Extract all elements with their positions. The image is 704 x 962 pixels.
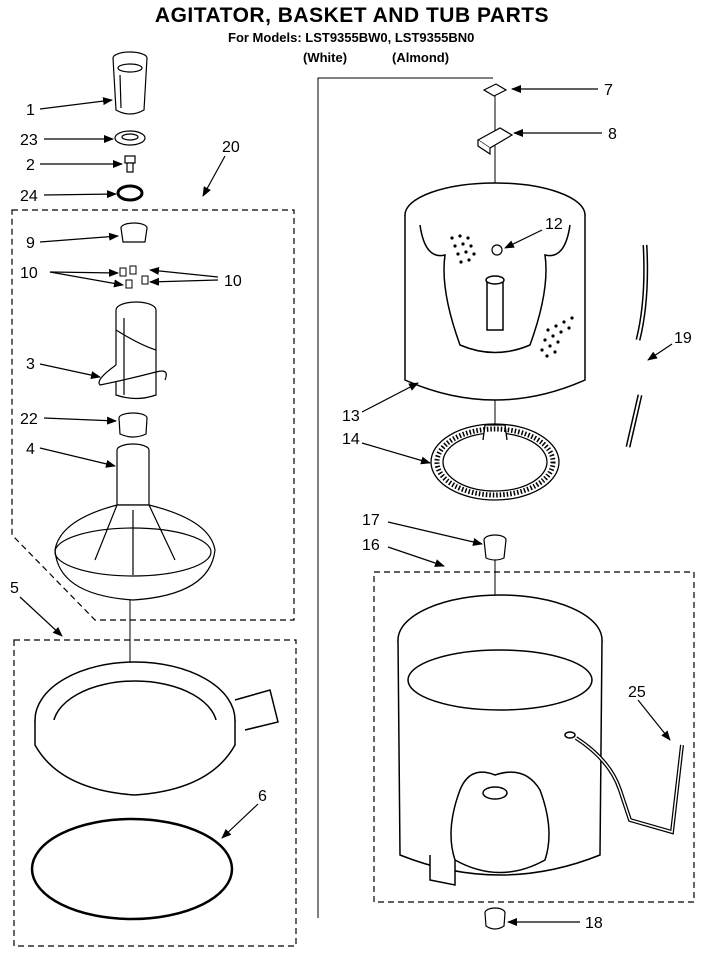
- callout-5: 5: [10, 580, 19, 597]
- variant-almond: (Almond): [392, 50, 450, 65]
- leader-20: [202, 155, 226, 197]
- agitator-barrel-part-3: [98, 301, 167, 400]
- nut-part-18: [484, 907, 506, 930]
- callout-18: 18: [585, 915, 603, 932]
- retainer-part-23: [114, 130, 146, 146]
- leader-6: [221, 803, 259, 839]
- agitator-assembly-box: [11, 209, 295, 621]
- leader-9: [39, 232, 119, 243]
- leader-5: [19, 596, 63, 637]
- callout-23: 23: [20, 132, 38, 149]
- callout-6: 6: [258, 788, 267, 805]
- callout-22: 22: [20, 411, 38, 428]
- hose-part-19: [625, 244, 649, 448]
- models-line: For Models: LST9355BW0, LST9355BN0: [228, 30, 475, 45]
- leader-4: [39, 447, 116, 468]
- diagram-title: AGITATOR, BASKET AND TUB PARTS: [154, 4, 550, 27]
- callout-20: 20: [222, 139, 240, 156]
- tub-assembly-box: [373, 571, 695, 903]
- callout-9: 9: [26, 235, 35, 252]
- leader-3: [39, 363, 101, 380]
- drive-hub-teeth: [434, 426, 556, 498]
- bolt-part-2: [124, 155, 136, 173]
- drive-bell-box: [13, 639, 297, 947]
- leader-10a-2: [49, 271, 124, 288]
- variant-white: (White): [303, 50, 348, 65]
- bracket-part-8: [476, 127, 514, 156]
- callout-10-right: 10: [224, 273, 242, 290]
- leader-13: [361, 382, 419, 413]
- cam-part-9: [120, 222, 148, 243]
- callout-16: 16: [362, 537, 380, 554]
- callout-13: 13: [342, 408, 360, 425]
- leader-24: [43, 190, 117, 199]
- nut-part-7: [482, 83, 508, 97]
- callout-8: 8: [608, 126, 617, 143]
- callout-4: 4: [26, 441, 35, 458]
- callout-24: 24: [20, 188, 38, 205]
- nut-part-12: [491, 244, 503, 256]
- callout-7: 7: [604, 82, 613, 99]
- leader-10a-1: [49, 268, 119, 277]
- callout-1: 1: [26, 102, 35, 119]
- agitator-base-part-4: [54, 443, 216, 601]
- basket-perforations-left: [450, 234, 476, 264]
- leader-1: [39, 97, 113, 110]
- ring-assembly-part-5: [34, 661, 279, 796]
- leader-14: [361, 442, 431, 465]
- leader-17: [387, 521, 483, 546]
- assembly-connector-line: [317, 77, 493, 918]
- leader-10b-1: [149, 266, 219, 278]
- dogs-part-10: [119, 265, 149, 289]
- outer-tub-part-16: [397, 594, 603, 886]
- drive-hub-part-14: [430, 423, 560, 501]
- callout-25: 25: [628, 684, 646, 701]
- callout-10-left: 10: [20, 265, 38, 282]
- coupling-part-22: [118, 412, 148, 438]
- callout-14: 14: [342, 431, 360, 448]
- o-ring-part-24: [116, 184, 144, 202]
- leader-12: [504, 229, 543, 249]
- agitator-cap-part: [112, 51, 148, 115]
- leader-10b-2: [149, 277, 219, 286]
- callout-17: 17: [362, 512, 380, 529]
- callout-19: 19: [674, 330, 692, 347]
- leader-25: [637, 699, 671, 741]
- leader-19: [647, 343, 673, 361]
- callout-12: 12: [545, 216, 563, 233]
- basket-perforations-right: [540, 316, 574, 358]
- callout-2: 2: [26, 157, 35, 174]
- seal-part-17: [483, 534, 507, 561]
- leader-22: [43, 416, 117, 425]
- callout-3: 3: [26, 356, 35, 373]
- leader-16: [387, 546, 445, 567]
- snubber-ring-part-6: [30, 817, 234, 921]
